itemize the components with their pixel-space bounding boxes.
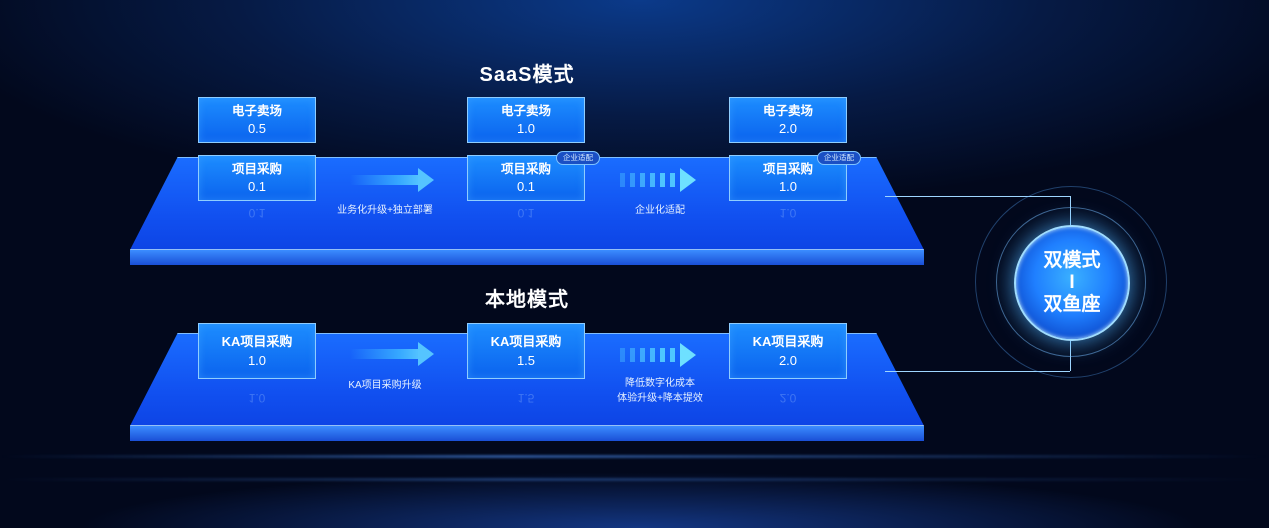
card-name: 电子卖场 [500, 104, 551, 118]
arrow-right-icon [350, 168, 434, 192]
saas-title: SaaS模式 [479, 64, 575, 86]
arrow-right-icon [350, 342, 434, 366]
local-step1-label: KA项目采购升级 [348, 380, 422, 391]
card-reflection: 1.0 [779, 206, 797, 220]
card-reflection: 1.5 [517, 391, 535, 405]
card-version: 0.5 [247, 121, 267, 136]
card-version: 1.0 [247, 353, 267, 368]
saas-step2-label: 企业化适配 [635, 205, 685, 216]
orb-line3: 双鱼座 [1043, 294, 1101, 315]
card-version: 1.0 [516, 121, 536, 136]
card-name: 电子卖场 [231, 104, 282, 118]
connector-line-top [885, 196, 1070, 197]
saas-top-card: 电子卖场 1.0 [467, 97, 585, 143]
background-wave [0, 478, 1269, 481]
background-wave [0, 455, 1269, 458]
local-step2-line1: 降低数字化成本 [625, 378, 695, 389]
orb-outer-ring [975, 186, 1167, 378]
card-name: 项目采购 [500, 162, 551, 176]
card-reflection: 1.0 [248, 391, 266, 405]
card-version: 2.0 [778, 121, 798, 136]
local-card: KA项目采购 2.0 [729, 323, 847, 379]
local-card: KA项目采购 1.0 [198, 323, 316, 379]
saas-top-card: 电子卖场 0.5 [198, 97, 316, 143]
enterprise-badge: 企业适配 [817, 151, 861, 165]
local-step2-line2: 体验升级+降本提效 [617, 393, 703, 404]
dual-mode-orb: 双模式 I 双鱼座 [1014, 225, 1130, 341]
saas-top-card: 电子卖场 2.0 [729, 97, 847, 143]
card-reflection: 0.1 [248, 206, 266, 220]
card-version: 1.5 [516, 353, 536, 368]
card-reflection: 2.0 [779, 391, 797, 405]
local-title: 本地模式 [485, 289, 569, 311]
orb-line2: I [1069, 272, 1075, 293]
saas-bottom-card: 项目采购 0.1 [467, 155, 585, 201]
card-version: 0.1 [247, 179, 267, 194]
card-name: KA项目采购 [752, 334, 824, 349]
card-name: KA项目采购 [490, 334, 562, 349]
enterprise-badge: 企业适配 [556, 151, 600, 165]
orb-inner-ring [996, 207, 1146, 357]
saas-step1-label: 业务化升级+独立部署 [337, 205, 433, 216]
saas-bottom-card: 项目采购 0.1 [198, 155, 316, 201]
orb-line1: 双模式 [1043, 250, 1101, 271]
local-step2-label: 降低数字化成本 体验升级+降本提效 [600, 376, 720, 406]
local-card: KA项目采购 1.5 [467, 323, 585, 379]
card-version: 0.1 [516, 179, 536, 194]
card-name: 项目采购 [231, 162, 282, 176]
card-name: 项目采购 [762, 162, 813, 176]
dashed-arrow-right-icon [620, 168, 696, 192]
card-version: 1.0 [778, 179, 798, 194]
card-name: KA项目采购 [221, 334, 293, 349]
dashed-arrow-right-icon [620, 343, 696, 367]
card-version: 2.0 [778, 353, 798, 368]
card-name: 电子卖场 [762, 104, 813, 118]
connector-line-bottom [885, 371, 1070, 372]
card-reflection: 0.1 [517, 206, 535, 220]
